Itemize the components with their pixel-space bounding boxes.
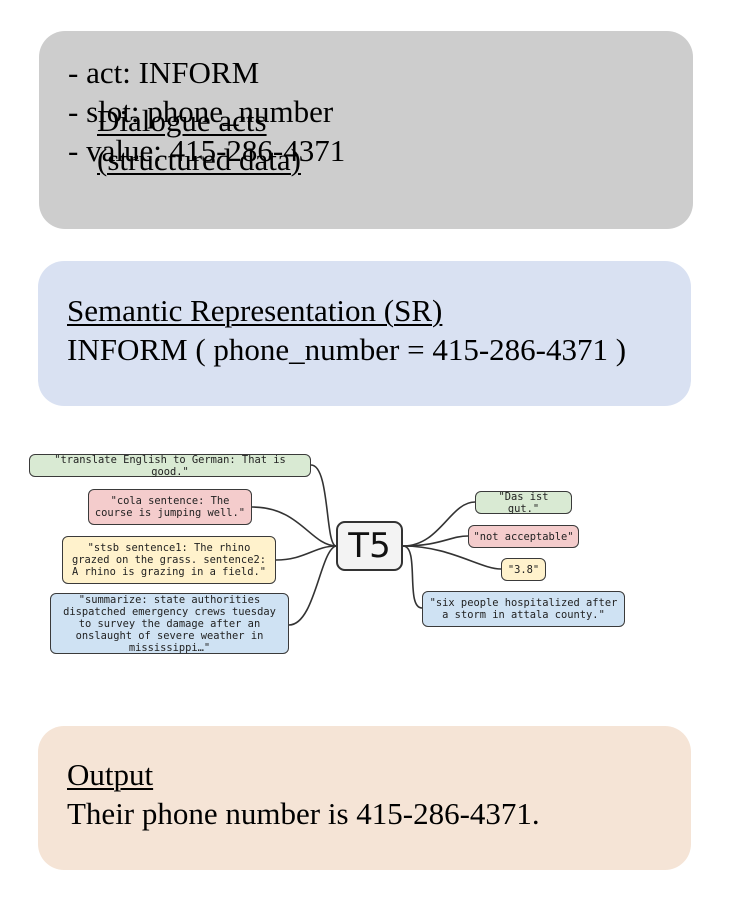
output-panel: Output Their phone number is 415-286-437… [38, 726, 691, 870]
dialogue-value-line: - value: 415-286-4371 [68, 133, 346, 168]
sr-heading: Semantic Representation (SR) [67, 293, 443, 328]
t5-diagram: "translate English to German: That is go… [0, 440, 742, 680]
connector-input-3 [275, 545, 337, 561]
output-cola-box: "not acceptable" [468, 525, 579, 548]
dialogue-slot-line: - slot: phone_number [68, 94, 334, 129]
t5-model-node: T5 [336, 521, 403, 571]
input-summarize-text: "summarize: state authorities dispatched… [63, 593, 276, 654]
connector-output-1 [402, 501, 476, 547]
input-cola-box: "cola sentence: The course is jumping we… [88, 489, 252, 525]
dialogue-acts-heading: Dialogue acts (structured data) [97, 103, 301, 177]
output-cola-text: "not acceptable" [473, 530, 574, 543]
semantic-representation-panel: Semantic Representation (SR) INFORM ( ph… [38, 261, 691, 406]
input-translate-text: "translate English to German: That is go… [54, 453, 286, 478]
output-text: Their phone number is 415-286-4371. [67, 796, 540, 831]
output-stsb-box: "3.8" [501, 558, 546, 581]
output-german-text: "Das ist gut." [498, 490, 549, 515]
connector-input-1 [310, 464, 337, 547]
connector-input-2 [251, 506, 337, 547]
dialogue-acts-panel: Dialogue acts (structured data) - act: I… [39, 31, 693, 229]
output-summary-box: "six people hospitalized after a storm i… [422, 591, 625, 627]
output-stsb-text: "3.8" [507, 563, 540, 576]
connector-lines [251, 464, 502, 626]
connector-output-3 [402, 545, 502, 570]
input-stsb-box: "stsb sentence1: The rhino grazed on the… [62, 536, 276, 584]
input-summarize-box: "summarize: state authorities dispatched… [50, 593, 289, 654]
output-summary-text: "six people hospitalized after a storm i… [429, 597, 618, 621]
input-cola-text: "cola sentence: The course is jumping we… [94, 495, 246, 519]
output-heading: Output [67, 757, 154, 792]
sr-text: INFORM ( phone_number = 415-286-4371 ) [67, 332, 627, 367]
dialogue-act-line: - act: INFORM [68, 55, 260, 90]
connector-output-4 [402, 545, 423, 609]
connector-input-4 [288, 545, 337, 626]
input-stsb-text: "stsb sentence1: The rhino grazed on the… [72, 542, 266, 578]
input-translate-box: "translate English to German: That is go… [29, 453, 311, 478]
output-german-box: "Das ist gut." [475, 490, 572, 515]
